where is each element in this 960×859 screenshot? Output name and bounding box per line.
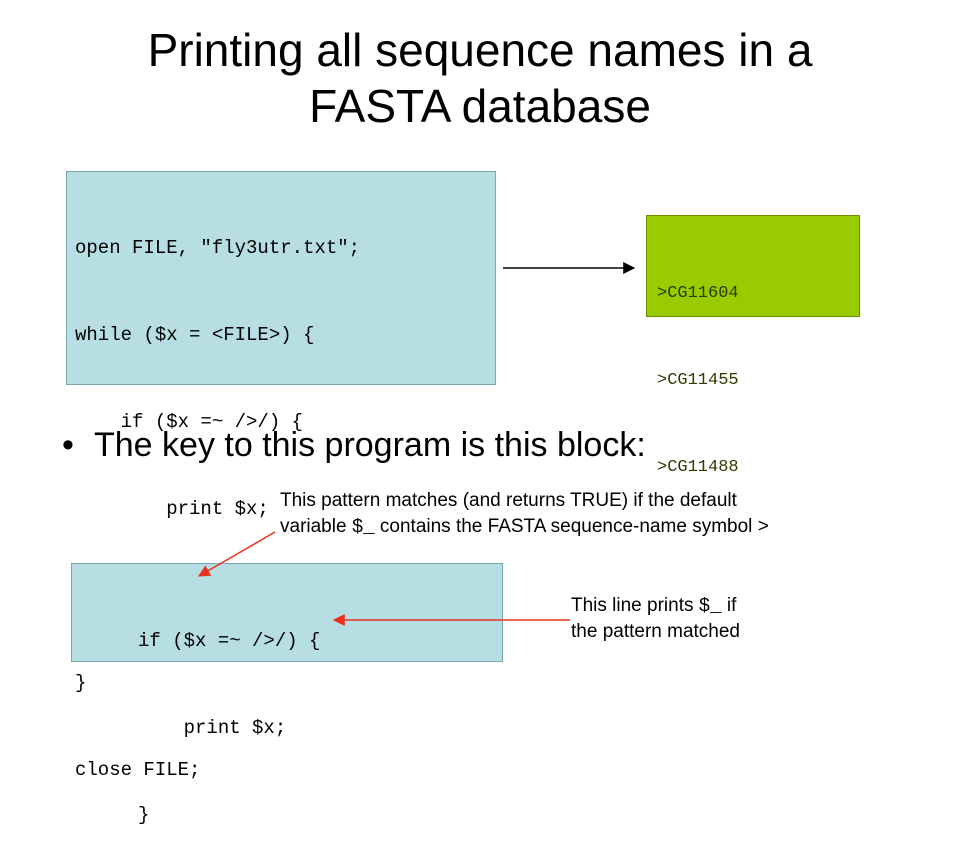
annotation-text: contains the FASTA sequence-name symbol (374, 516, 758, 537)
print-annotation-line-2: the pattern matched (571, 621, 740, 642)
default-variable: $_ (351, 516, 375, 538)
print-annotation: This line prints $_ if the pattern match… (571, 593, 740, 645)
annotation-text: This line prints (571, 595, 699, 616)
code-line: } (138, 804, 150, 826)
bullet-text: The key to this program is this block: (94, 426, 646, 464)
code-line: close FILE; (75, 759, 201, 781)
output-line: >CG11488 (657, 458, 739, 477)
annotation-text: variable (280, 516, 352, 537)
code-line: if ($x =~ />/) { (138, 630, 321, 652)
main-code-box: open FILE, "fly3utr.txt"; while ($x = <F… (66, 171, 496, 781)
code-line: } (75, 672, 87, 694)
pattern-annotation-line-1: This pattern matches (and returns TRUE) … (280, 490, 737, 511)
annotation-text: if (721, 595, 737, 616)
bullet-icon: • (62, 426, 74, 464)
fasta-symbol: > (757, 516, 770, 538)
code-line: print $x; (138, 717, 287, 739)
code-line: while ($x = <FILE>) { (75, 324, 315, 346)
slide-title-line-1: Printing all sequence names in a (147, 24, 813, 76)
code-line: open FILE, "fly3utr.txt"; (75, 237, 361, 259)
print-annotation-line-1: This line prints $_ if (571, 593, 740, 619)
key-code-block: if ($x =~ />/) { print $x; } (71, 563, 503, 826)
output-line: >CG11604 (657, 284, 739, 303)
output-line: >CG11455 (657, 371, 739, 390)
code-line: if ($x =~ />/) { (75, 411, 304, 433)
code-line: print $x; (75, 498, 269, 520)
bullet-point: • The key to this program is this block: (62, 423, 646, 467)
slide-title: Printing all sequence names in a FASTA d… (0, 22, 960, 134)
pattern-annotation: This pattern matches (and returns TRUE) … (280, 488, 769, 540)
pattern-annotation-line-2: variable $_ contains the FASTA sequence-… (280, 514, 769, 540)
default-variable: $_ (698, 595, 722, 617)
output-box: >CG11604 >CG11455 >CG11488 (646, 215, 860, 477)
slide-title-line-2: FASTA database (309, 80, 651, 132)
